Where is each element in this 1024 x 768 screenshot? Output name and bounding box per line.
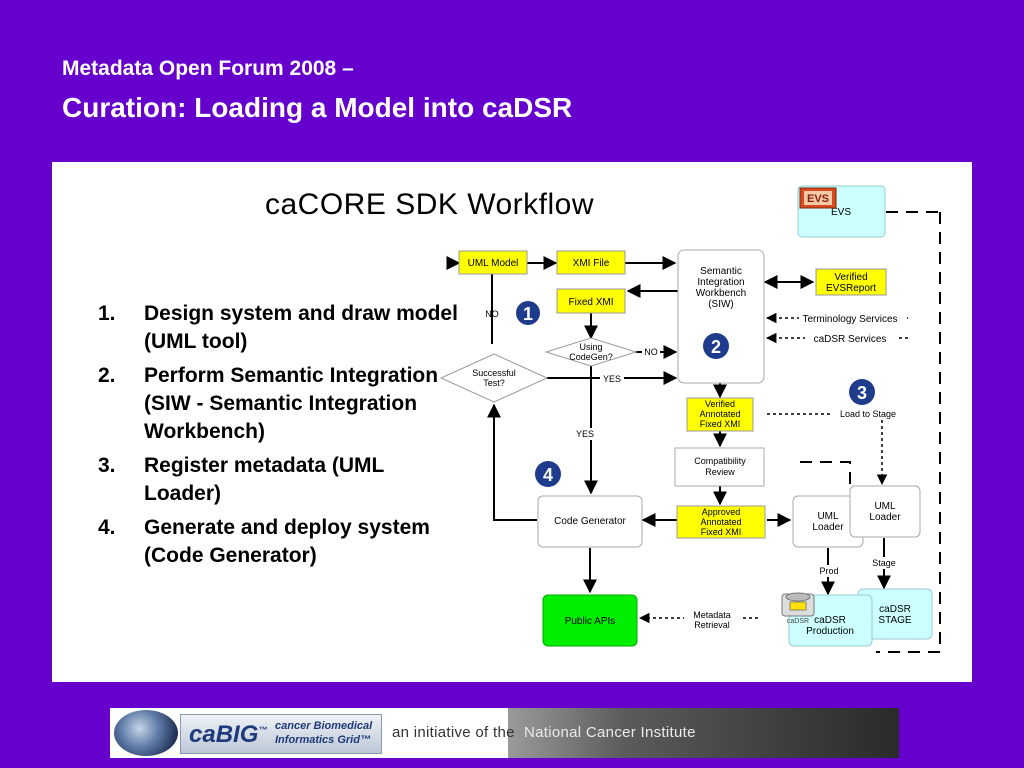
svg-text:CodeGen?: CodeGen? <box>569 352 613 362</box>
xmi-file-box: XMI File <box>556 250 626 275</box>
successful-test-decision: Successful Test? <box>439 353 549 403</box>
public-apis-box: Public APIs <box>542 594 638 647</box>
svg-text:UML: UML <box>874 501 896 512</box>
svg-text:EVS: EVS <box>831 207 851 218</box>
step-text: Design system and draw model (UML tool) <box>144 302 458 353</box>
workflow-title: caCORE SDK Workflow <box>265 188 595 221</box>
svg-text:1: 1 <box>523 304 533 324</box>
step-item: 1. Design system and draw model (UML tool… <box>90 300 462 356</box>
svg-text:EVS: EVS <box>807 193 829 205</box>
load-to-stage-label: Load to Stage <box>840 409 896 419</box>
step-marker-2: 2 <box>703 333 729 359</box>
svg-text:UML Model: UML Model <box>468 258 519 269</box>
svg-text:Semantic: Semantic <box>700 266 742 277</box>
svg-text:(SIW): (SIW) <box>708 299 734 310</box>
svg-text:Successful: Successful <box>472 368 516 378</box>
metadata-retrieval-label: Retrieval <box>694 620 730 630</box>
step-item: 3. Register metadata (UML Loader) <box>90 452 462 508</box>
nci-text: National Cancer Institute <box>524 724 696 741</box>
cadsr-services-label: caDSR Services <box>814 334 887 345</box>
svg-text:UML: UML <box>817 511 839 522</box>
verified-evsreport-box: Verified EVSReport <box>815 268 887 296</box>
cadsr-stage-box: caDSR STAGE <box>857 588 933 640</box>
initiative-text: an initiative of the <box>392 724 515 741</box>
step-marker-1: 1 <box>516 301 540 325</box>
svg-text:2: 2 <box>711 337 721 357</box>
svg-text:caDSR: caDSR <box>787 618 809 625</box>
cabig-brand: caBIG™ <box>189 721 268 748</box>
svg-text:Approved: Approved <box>702 507 741 517</box>
svg-text:XMI File: XMI File <box>573 258 610 269</box>
svg-text:Workbench: Workbench <box>696 288 746 299</box>
svg-text:4: 4 <box>543 465 553 485</box>
code-generator-box: Code Generator <box>537 495 643 548</box>
svg-text:Annotated: Annotated <box>700 517 741 527</box>
using-codegen-decision: Using CodeGen? <box>544 337 638 367</box>
uml-model-box: UML Model <box>458 250 528 275</box>
svg-text:Review: Review <box>705 467 735 477</box>
step-marker-3: 3 <box>849 379 875 405</box>
svg-text:3: 3 <box>857 383 867 403</box>
cadsr-logo: caDSR <box>781 592 815 625</box>
step-text: Generate and deploy system (Code Generat… <box>144 516 430 567</box>
svg-text:Public APIs: Public APIs <box>565 616 616 627</box>
step-item: 2. Perform Semantic Integration (SIW - Se… <box>90 362 462 446</box>
svg-text:Code Generator: Code Generator <box>554 516 626 527</box>
evs-logo: EVS <box>799 187 837 209</box>
cabig-logo: caBIG™ cancer Biomedical Informatics Gri… <box>180 714 382 754</box>
svg-text:Using: Using <box>579 342 602 352</box>
svg-text:Fixed XMI: Fixed XMI <box>568 297 613 308</box>
steps-list: 1. Design system and draw model (UML tool… <box>90 300 462 576</box>
slide-title: Curation: Loading a Model into caDSR <box>62 92 573 123</box>
svg-text:Loader: Loader <box>869 512 901 523</box>
step-text: Perform Semantic Integration (SIW - Sema… <box>144 364 439 443</box>
svg-text:Production: Production <box>806 626 854 637</box>
verified-annotated-box: Verified Annotated Fixed XMI <box>686 397 754 432</box>
metadata-retrieval-label: Metadata <box>693 610 731 620</box>
globe-icon <box>114 710 178 756</box>
step-item: 4. Generate and deploy system (Code Gener… <box>90 514 462 570</box>
cabig-tagline: cancer Biomedical Informatics Grid™ <box>275 720 373 746</box>
step-marker-4: 4 <box>535 461 561 487</box>
compatibility-review-box: Compatibility Review <box>674 447 765 487</box>
stage-label: Stage <box>872 558 896 568</box>
step-number: 2. <box>98 364 116 387</box>
cabig-banner: caBIG™ cancer Biomedical Informatics Gri… <box>110 708 899 758</box>
svg-text:Loader: Loader <box>812 522 844 533</box>
svg-text:Fixed XMI: Fixed XMI <box>701 527 742 537</box>
step-text: Register metadata (UML Loader) <box>144 454 385 505</box>
no-label: NO <box>485 309 499 319</box>
approved-annotated-box: Approved Annotated Fixed XMI <box>676 505 766 539</box>
step-number: 1. <box>98 302 116 325</box>
yes-label: YES <box>576 429 594 439</box>
no-label: NO <box>644 347 658 357</box>
svg-text:caDSR: caDSR <box>814 615 846 626</box>
banner-photo-strip <box>508 708 899 758</box>
prod-label: Prod <box>819 566 838 576</box>
slide-subtitle: Metadata Open Forum 2008 – <box>62 57 354 80</box>
svg-text:Test?: Test? <box>483 378 505 388</box>
step-number: 4. <box>98 516 116 539</box>
siw-box: Semantic Integration Workbench (SIW) <box>677 249 765 384</box>
svg-text:EVSReport: EVSReport <box>826 283 876 294</box>
terminology-services-label: Terminology Services <box>802 314 897 325</box>
fixed-xmi-box: Fixed XMI <box>556 288 626 314</box>
yes-label: YES <box>603 374 621 384</box>
svg-text:Fixed XMI: Fixed XMI <box>700 419 741 429</box>
svg-text:Verified: Verified <box>834 272 867 283</box>
svg-text:Integration: Integration <box>697 277 744 288</box>
long-dash-connectors <box>800 211 941 653</box>
uml-loader-box-2: UML Loader <box>849 485 921 538</box>
svg-text:STAGE: STAGE <box>878 615 911 626</box>
svg-text:Compatibility: Compatibility <box>694 456 746 466</box>
svg-text:Annotated: Annotated <box>699 409 740 419</box>
svg-text:caDSR: caDSR <box>879 604 911 615</box>
step-number: 3. <box>98 454 116 477</box>
svg-text:Verified: Verified <box>705 399 735 409</box>
